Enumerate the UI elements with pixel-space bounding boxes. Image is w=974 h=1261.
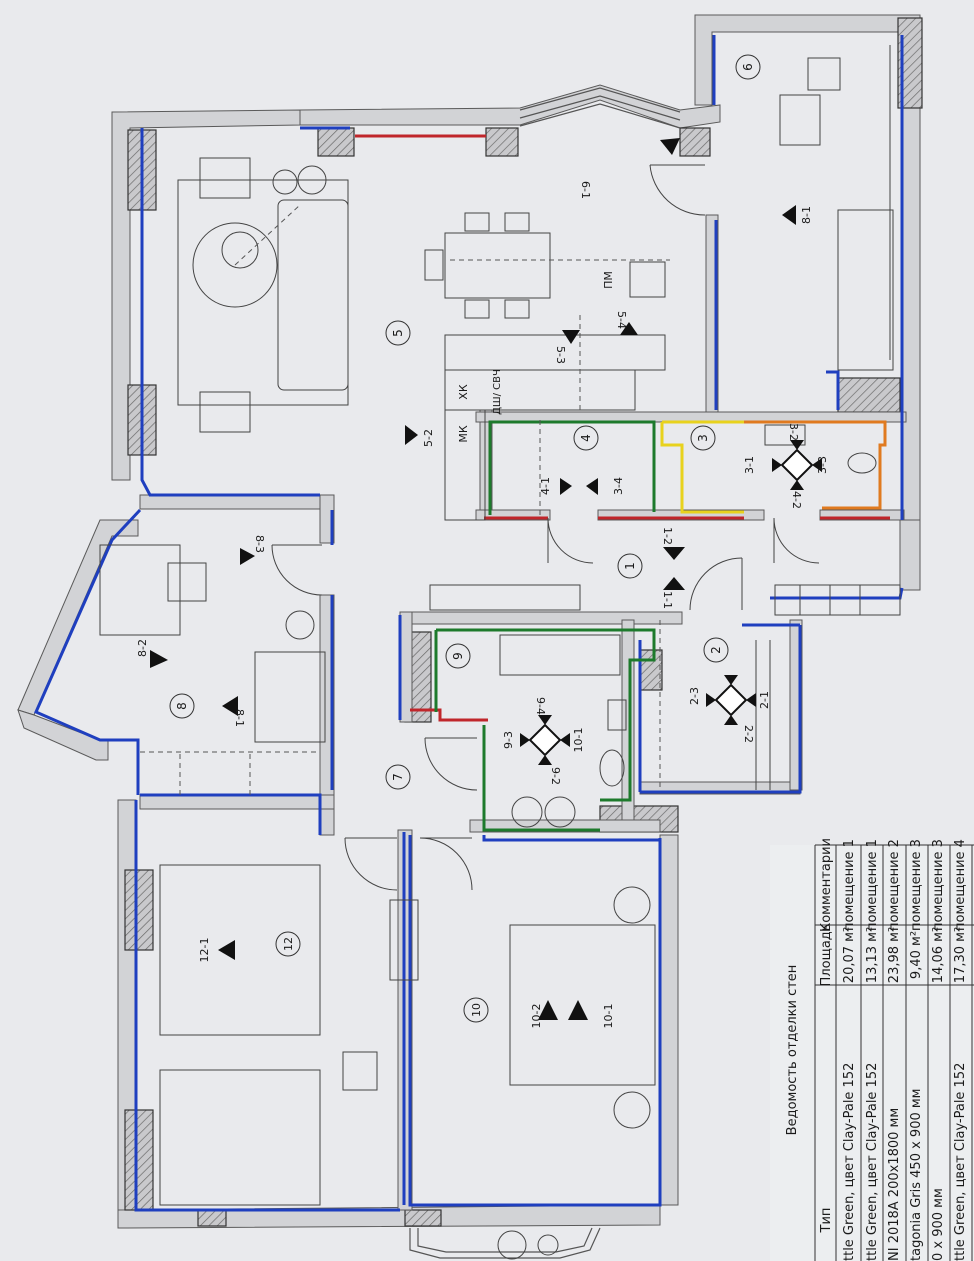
schedule-row-6-area: 17,30 м²: [953, 927, 968, 983]
mark-3-2: 3-2: [787, 423, 800, 441]
room-marker-4: 4: [573, 425, 599, 451]
schedule-row-1-type: ttle Green, цвет Clay-Pale 152: [842, 1063, 857, 1261]
wall-finish-blue: [34, 35, 904, 1212]
mark-10-2: 10-2: [530, 1004, 543, 1029]
schedule-title: Ведомость отделки стен: [785, 965, 800, 1136]
room-number-8: 8: [175, 702, 189, 710]
schedule-row-6-type: ttle Green, цвет Clay-Pale 152: [953, 1063, 968, 1261]
wall-schedule-table: Ведомость отделки стен Тип Площадь Комме…: [770, 838, 974, 1261]
label-dsh-svch: ДШ/ СВЧ: [492, 369, 503, 415]
mark-8-1: 8-1: [233, 709, 246, 727]
room-marker-1: 1: [617, 553, 643, 579]
room-markers: 5 6 4 3 1 2 9 8 7 12 10: [169, 54, 761, 1023]
mark-3-4: 4-2: [790, 491, 803, 509]
mark-2-3: 2-3: [688, 687, 701, 705]
mark-3-3: 3-3: [816, 456, 829, 474]
mark-5-4: 6-1: [579, 181, 592, 199]
mark-5-1: 5-2: [422, 429, 435, 447]
kitchen-labels: ХК МК ДШ/ СВЧ ПМ: [457, 271, 615, 443]
schedule-row-6-comment: помещение 4: [953, 839, 968, 931]
schedule-row-2-area: 13,13 м²: [865, 927, 880, 983]
balcony-window: [409, 1227, 601, 1259]
mark-9-3: 9-4: [534, 697, 547, 715]
room-number-6: 6: [741, 63, 755, 71]
mark-6-1: 8-1: [800, 206, 813, 224]
mark-5-3: 5-4: [615, 311, 628, 329]
room-marker-10: 10: [463, 997, 489, 1023]
mark-12-1: 12-1: [198, 938, 211, 963]
label-hk: ХК: [457, 384, 470, 400]
mark-2-2: 2-2: [742, 725, 755, 743]
mark-4-2: 4-1: [539, 477, 552, 495]
mark-3-1: 3-1: [743, 456, 756, 474]
label-mk: МК: [457, 425, 470, 442]
view-markers: [150, 138, 822, 1020]
schedule-header-comments: Комментарии: [819, 838, 834, 932]
dashed-guides: [140, 204, 670, 795]
schedule-row-4-area: 9,40 м²: [909, 931, 924, 979]
outer-walls: [17, 14, 921, 1229]
doors: [271, 164, 820, 891]
mark-1-1: 1-1: [661, 591, 674, 609]
schedule-row-4-comment: помещение 3: [909, 839, 924, 931]
mark-10-1: 10-1: [602, 1004, 615, 1029]
room-number-5: 5: [391, 329, 405, 337]
label-pm: ПМ: [602, 271, 615, 289]
mark-2-1: 2-1: [758, 691, 771, 709]
room-marker-6: 6: [735, 54, 761, 80]
mark-9-4: 10-1: [572, 728, 585, 753]
room-marker-3: 3: [690, 425, 716, 451]
schedule-row-5-comment: помещение 3: [931, 839, 946, 931]
wall-finish-green: [434, 420, 656, 832]
room-marker-7: 7: [385, 764, 411, 790]
schedule-row-3-area: 23,98 м²: [887, 927, 902, 983]
schedule-row-3-type: NI 2018A 200х1800 мм: [887, 1108, 902, 1261]
room-number-10: 10: [470, 1003, 483, 1017]
room-marker-12: 12: [275, 931, 301, 957]
room-marker-9: 9: [445, 643, 471, 669]
room-marker-2: 2: [703, 637, 729, 663]
mark-9-1: 9-2: [549, 767, 562, 785]
room-number-3: 3: [696, 434, 710, 442]
schedule-header-area: Площадь: [819, 924, 834, 987]
schedule-row-5-type: 0 х 900 мм: [931, 1188, 946, 1261]
bay-window: [519, 87, 681, 129]
schedule-row-3-comment: помещение 2: [887, 839, 902, 931]
room-number-1: 1: [623, 562, 637, 570]
room-number-7: 7: [391, 773, 405, 781]
schedule-row-4-type: tagonia Gris 450 х 900 мм: [909, 1089, 924, 1261]
mark-8-3: 8-3: [253, 535, 266, 553]
room-number-2: 2: [709, 646, 723, 654]
wall-mark-labels: 5-2 5-3 5-4 6-1 8-1 4-1 3-4 3-1 3-2 3-3 …: [136, 181, 829, 1028]
room-marker-5: 5: [385, 320, 411, 346]
room-marker-8: 8: [169, 693, 195, 719]
furniture: [99, 45, 901, 1260]
mark-5-2: 5-3: [554, 346, 567, 364]
room-number-4: 4: [579, 434, 593, 442]
schedule-row-2-type: ttle Green, цвет Clay-Pale 152: [865, 1063, 880, 1261]
schedule-row-2-comment: помещение 1: [865, 839, 880, 931]
schedule-row-1-area: 20,07 м²: [842, 927, 857, 983]
wall-finish-red: [355, 134, 890, 722]
mark-8-2: 8-2: [136, 639, 149, 657]
room-number-9: 9: [451, 652, 465, 660]
room-number-12: 12: [282, 937, 295, 951]
schedule-row-1-comment: помещение 1: [842, 839, 857, 931]
schedule-header-type: Тип: [819, 1208, 834, 1234]
mark-1-2: 1-2: [661, 527, 674, 545]
mark-4-1: 3-4: [612, 477, 625, 495]
mark-9-2: 9-3: [502, 731, 515, 749]
wall-finish-orange: [744, 420, 887, 510]
schedule-row-5-area: 14,06 м²: [931, 927, 946, 983]
wall-finish-yellow: [660, 420, 744, 514]
